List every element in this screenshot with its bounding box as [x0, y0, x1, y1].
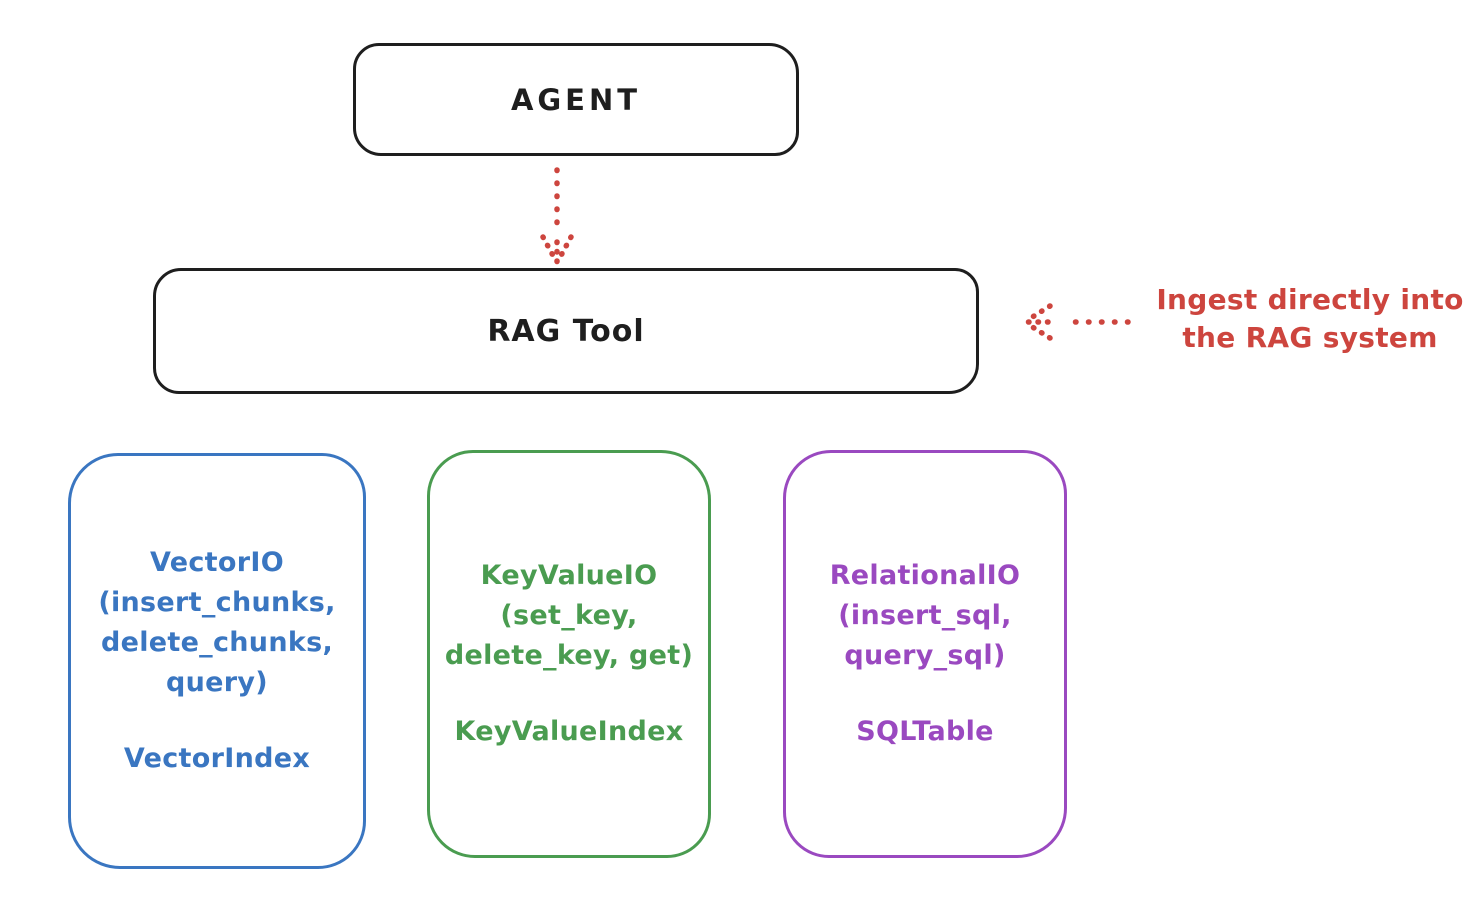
ingest-annotation: Ingest directly into the RAG system — [1138, 281, 1482, 357]
vector-index-label: VectorIndex — [123, 743, 311, 774]
rag-tool-node: RAG Tool — [153, 268, 979, 394]
vector-io-line: (insert_chunks, — [98, 587, 336, 618]
key-value-io-line: (set_key, — [500, 600, 638, 631]
key-value-io-line: KeyValueIO — [480, 560, 658, 591]
relational-io-line: query_sql) — [844, 640, 1006, 671]
relational-io-line: RelationalIO — [829, 560, 1021, 591]
key-value-io-node: KeyValueIO (set_key, delete_key, get) Ke… — [427, 450, 711, 858]
arrow-agent-to-rag-tool — [540, 167, 574, 265]
vector-io-line: VectorIO — [150, 547, 284, 578]
key-value-io-line: delete_key, get) — [444, 640, 694, 671]
vector-io-line: query) — [166, 667, 268, 698]
vector-io-line: delete_chunks, — [100, 627, 334, 658]
vector-io-lines: VectorIO (insert_chunks, delete_chunks, … — [98, 543, 335, 703]
ingest-annotation-line: Ingest directly into — [1156, 283, 1464, 316]
relational-io-lines: RelationalIO (insert_sql, query_sql) — [830, 556, 1021, 676]
relational-io-node: RelationalIO (insert_sql, query_sql) SQL… — [783, 450, 1067, 858]
agent-label: AGENT — [510, 82, 642, 117]
rag-tool-label: RAG Tool — [487, 313, 645, 349]
ingest-annotation-line: the RAG system — [1182, 321, 1438, 354]
sql-table-label: SQLTable — [856, 716, 994, 747]
key-value-io-lines: KeyValueIO (set_key, delete_key, get) — [445, 556, 693, 676]
key-value-index-label: KeyValueIndex — [454, 716, 684, 747]
arrow-ingest-to-rag-tool — [1022, 303, 1131, 341]
relational-io-line: (insert_sql, — [838, 600, 1012, 631]
agent-node: AGENT — [353, 43, 799, 156]
vector-io-node: VectorIO (insert_chunks, delete_chunks, … — [68, 453, 366, 869]
